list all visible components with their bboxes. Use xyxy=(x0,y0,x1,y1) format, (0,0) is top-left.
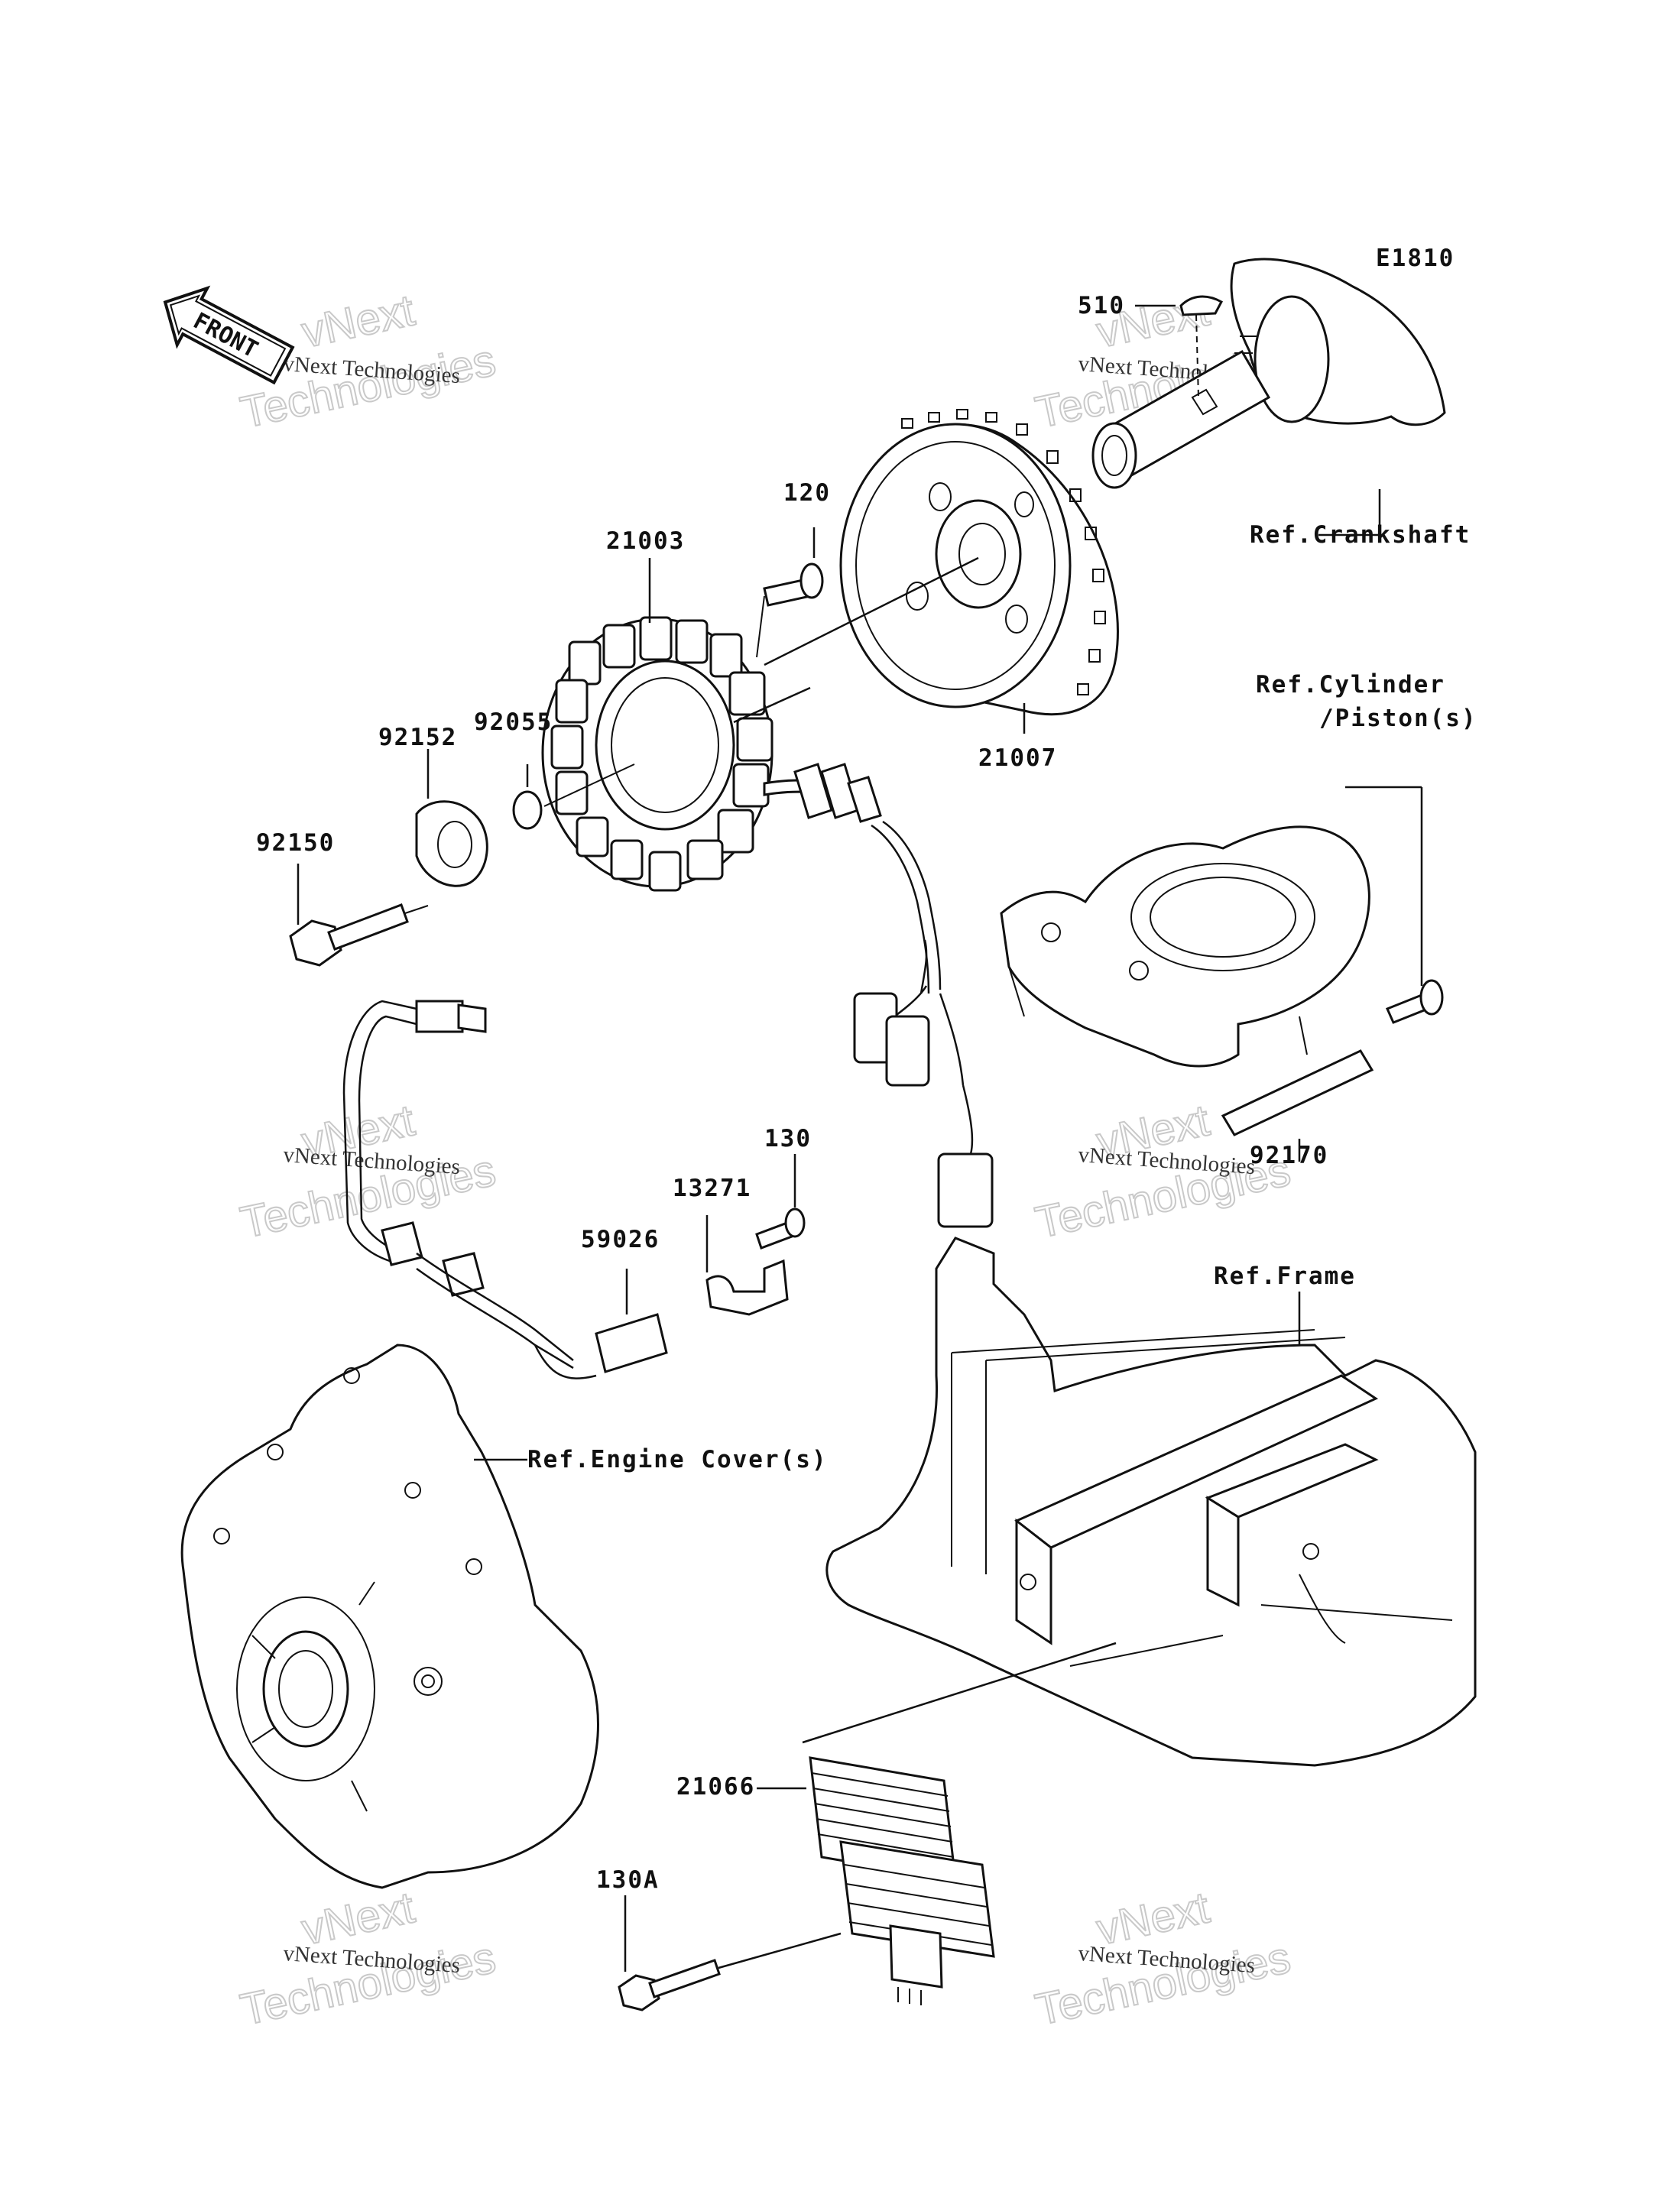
callout-130: 130 xyxy=(764,1125,812,1152)
callout-510: 510 xyxy=(1078,292,1125,319)
part-21003-stator xyxy=(541,558,774,892)
watermark-mid-left: vNext Technologies vNext Technologies xyxy=(235,1094,501,1248)
part-92150-bolt xyxy=(289,864,429,967)
callout-130a: 130A xyxy=(596,1866,660,1894)
callout-92055: 92055 xyxy=(474,708,553,736)
part-130-bolt xyxy=(755,1154,806,1250)
watermark-bottom-left: vNext Technologies vNext Technologies xyxy=(235,1882,501,2035)
diagram-code: E1810 xyxy=(1376,245,1455,272)
regulator-harness xyxy=(342,1000,668,1379)
callout-92152: 92152 xyxy=(378,724,457,751)
part-120-bolt xyxy=(756,527,824,658)
part-21066-regulator xyxy=(757,1642,1117,2005)
callout-21007: 21007 xyxy=(978,744,1057,772)
callout-59026: 59026 xyxy=(581,1226,660,1253)
callout-92170: 92170 xyxy=(1250,1142,1328,1169)
callout-ref-engine-cover: Ref.Engine Cover(s) xyxy=(527,1446,828,1473)
frame-drawing xyxy=(825,1237,1477,1767)
stator-harness xyxy=(763,763,994,1228)
part-21007-rotor xyxy=(839,409,1119,734)
callout-120: 120 xyxy=(783,479,831,507)
watermark-bottom-right: vNext Technologies vNext Technologies xyxy=(1030,1882,1296,2035)
part-92152-washer xyxy=(415,749,488,887)
front-arrow-icon: FRONT xyxy=(163,285,295,385)
engine-cover-drawing xyxy=(180,1344,599,1889)
part-13271-bracket xyxy=(705,1215,789,1316)
callout-ref-cylinder: Ref.Cylinder xyxy=(1256,671,1445,699)
part-92170 xyxy=(1221,979,1444,1162)
callout-92150: 92150 xyxy=(256,829,335,857)
part-510-key xyxy=(1135,295,1224,398)
callout-13271: 13271 xyxy=(673,1175,751,1202)
callout-ref-crankshaft: Ref.Crankshaft xyxy=(1250,521,1471,549)
cylinder-drawing xyxy=(1000,786,1423,1068)
callout-21066: 21066 xyxy=(676,1773,755,1801)
svg-text:vNext: vNext xyxy=(297,285,419,357)
callout-ref-frame: Ref.Frame xyxy=(1214,1263,1356,1290)
part-130a-bolt xyxy=(618,1895,842,2011)
part-92055-o-ring xyxy=(512,763,635,830)
callout-ref-piston: /Piston(s) xyxy=(1319,705,1477,732)
callout-21003: 21003 xyxy=(606,527,685,555)
crankshaft-drawing xyxy=(1091,258,1446,536)
